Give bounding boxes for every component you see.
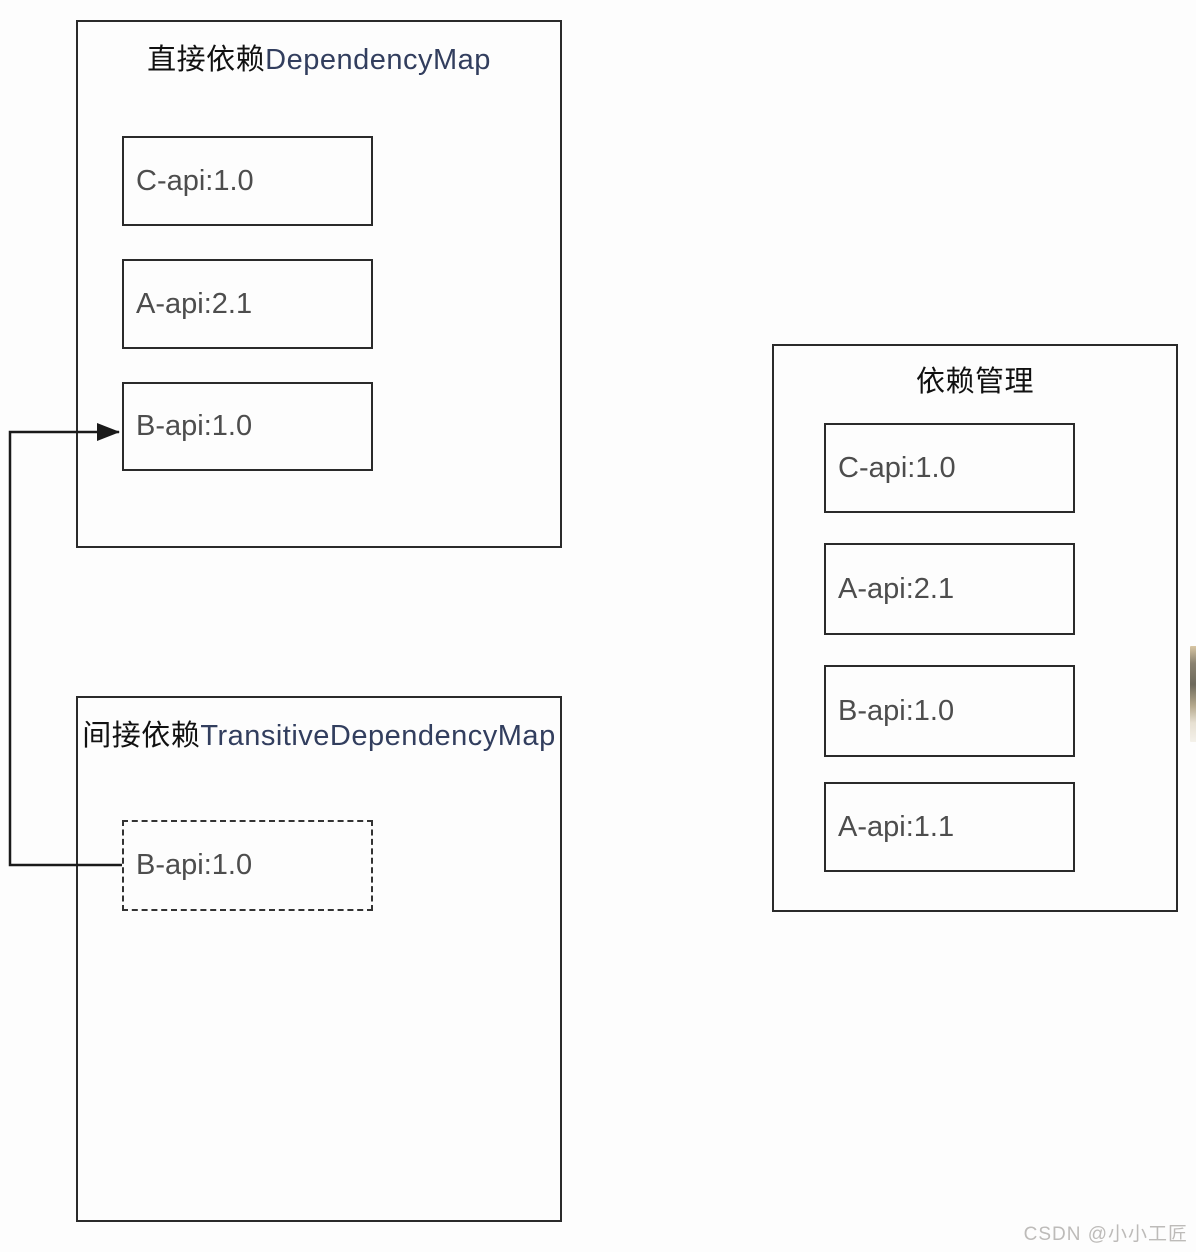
- dependency-management-box: 依赖管理: [772, 344, 1178, 912]
- dependency-management-title-zh: 依赖管理: [915, 366, 1034, 398]
- direct-dependency-map-title: 直接依赖DependencyMap: [78, 36, 560, 78]
- transitive-item-b-api: B-api:1.0: [122, 820, 373, 911]
- clipped-image-fragment: [1190, 646, 1196, 742]
- direct-map-title-en: DependencyMap: [265, 44, 491, 76]
- transitive-dependency-map-title: 间接依赖TransitiveDependencyMap: [78, 712, 560, 754]
- direct-item-b-api: B-api:1.0: [122, 382, 373, 471]
- transitive-dependency-map-box: 间接依赖TransitiveDependencyMap: [76, 696, 562, 1222]
- transitive-map-title-zh: 间接依赖: [82, 720, 201, 752]
- management-item-a-api-21: A-api:2.1: [824, 543, 1075, 635]
- dependency-management-title: 依赖管理: [774, 358, 1176, 400]
- management-item-a-api-21-label: A-api:2.1: [838, 572, 955, 605]
- transitive-item-b-api-label: B-api:1.0: [136, 849, 253, 881]
- management-item-c-api: C-api:1.0: [824, 423, 1075, 513]
- management-item-b-api-label: B-api:1.0: [838, 694, 955, 727]
- transitive-map-title-en: TransitiveDependencyMap: [200, 720, 556, 752]
- management-item-a-api-11: A-api:1.1: [824, 782, 1075, 872]
- management-item-a-api-11-label: A-api:1.1: [838, 810, 955, 843]
- direct-item-c-api-label: C-api:1.0: [136, 164, 254, 197]
- management-item-c-api-label: C-api:1.0: [838, 451, 956, 484]
- direct-item-c-api: C-api:1.0: [122, 136, 373, 226]
- direct-map-title-zh: 直接依赖: [147, 44, 266, 76]
- direct-item-a-api-label: A-api:2.1: [136, 287, 253, 320]
- management-item-b-api: B-api:1.0: [824, 665, 1075, 757]
- direct-item-b-api-label: B-api:1.0: [136, 410, 253, 442]
- direct-dependency-map-box: 直接依赖DependencyMap: [76, 20, 562, 548]
- direct-item-a-api: A-api:2.1: [122, 259, 373, 349]
- watermark: CSDN @小小工匠: [1023, 1224, 1188, 1245]
